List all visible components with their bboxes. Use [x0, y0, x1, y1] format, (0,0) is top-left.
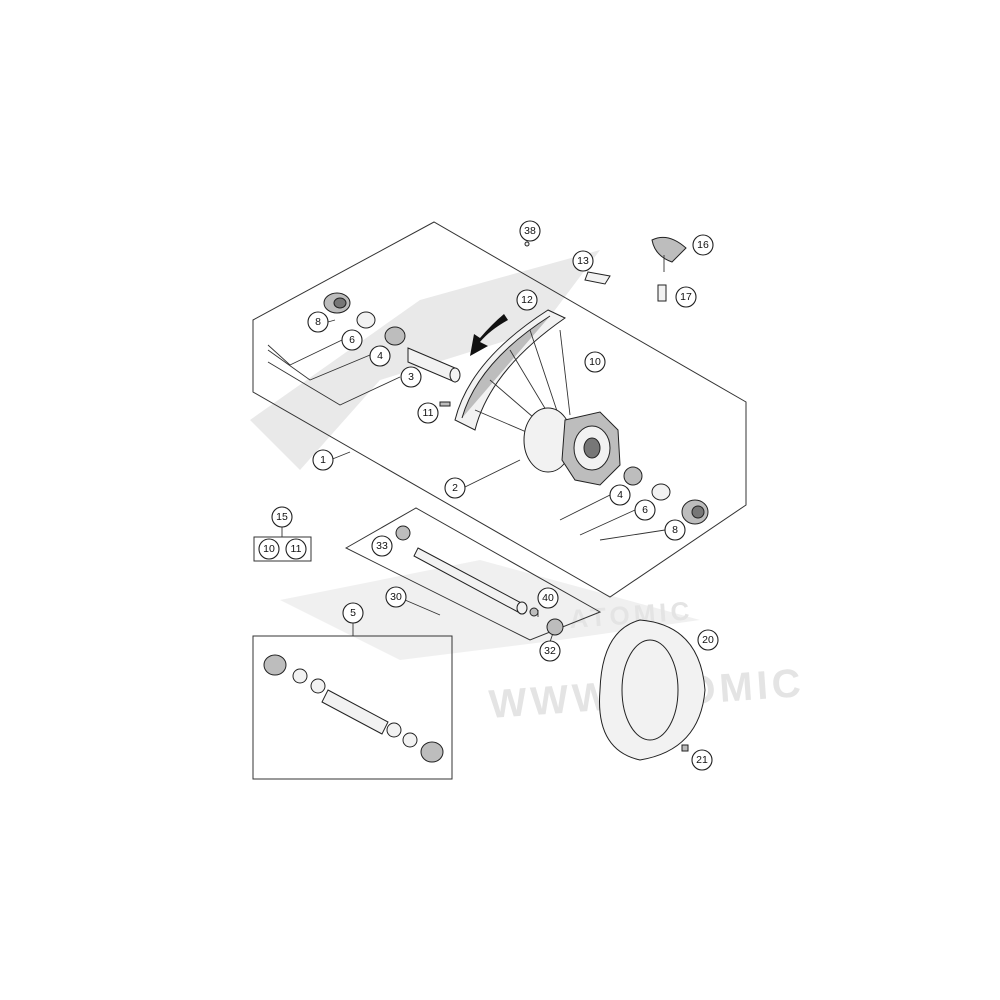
callout-33[interactable]: 33	[371, 535, 393, 557]
callout-20[interactable]: 20	[697, 629, 719, 651]
callout-32[interactable]: 32	[539, 640, 561, 662]
svg-text:15: 15	[276, 511, 288, 523]
callout-38[interactable]: 38	[519, 220, 541, 242]
brake-disc	[599, 619, 706, 761]
svg-text:6: 6	[642, 504, 648, 516]
callout-6-lower[interactable]: 6	[634, 499, 656, 521]
svg-text:10: 10	[263, 543, 275, 555]
svg-text:13: 13	[577, 255, 589, 267]
svg-text:8: 8	[672, 524, 678, 536]
callout-6-upper[interactable]: 6	[341, 329, 363, 351]
small-parts	[439, 236, 687, 407]
callout-2[interactable]: 2	[444, 477, 466, 499]
rotation-direction-arrow	[470, 314, 508, 356]
leader-lines	[267, 319, 666, 643]
callout-16[interactable]: 16	[692, 234, 714, 256]
svg-text:5: 5	[350, 607, 356, 619]
wheel-assembly-frame	[252, 221, 747, 598]
left-bearing-stack	[323, 292, 461, 383]
callout-8-upper[interactable]: 8	[307, 311, 329, 333]
bearing-kit-box	[252, 635, 453, 780]
callout-12[interactable]: 12	[516, 289, 538, 311]
wheel-hub	[523, 407, 621, 486]
callout-10-kit[interactable]: 10	[258, 538, 280, 560]
bearing-kit-parts	[263, 654, 444, 763]
svg-text:11: 11	[291, 543, 302, 555]
svg-text:21: 21	[696, 754, 708, 766]
axle-parts	[395, 525, 564, 636]
callout-30[interactable]: 30	[385, 586, 407, 608]
callout-5[interactable]: 5	[342, 602, 364, 624]
svg-text:16: 16	[697, 239, 709, 251]
axle-subframe	[344, 507, 602, 641]
callout-40[interactable]: 40	[537, 587, 559, 609]
callout-17[interactable]: 17	[675, 286, 697, 308]
callout-21[interactable]: 21	[691, 749, 713, 771]
svg-text:38: 38	[524, 225, 536, 237]
watermark-swoosh-lower	[280, 560, 700, 660]
callout-10[interactable]: 10	[584, 351, 606, 373]
spoke-kit-box	[253, 536, 312, 562]
callout-4-upper[interactable]: 4	[369, 345, 391, 367]
callout-1[interactable]: 1	[312, 449, 334, 471]
callout-8-lower[interactable]: 8	[664, 519, 686, 541]
svg-text:33: 33	[376, 540, 388, 552]
svg-text:32: 32	[544, 645, 556, 657]
callout-13[interactable]: 13	[572, 250, 594, 272]
callout-15[interactable]: 15	[271, 506, 293, 528]
svg-text:2: 2	[452, 482, 458, 494]
svg-text:12: 12	[521, 294, 533, 306]
svg-text:8: 8	[315, 316, 321, 328]
svg-text:11: 11	[423, 407, 434, 419]
callout-4-lower[interactable]: 4	[609, 484, 631, 506]
svg-text:3: 3	[408, 371, 414, 383]
wheel-rim	[454, 309, 571, 441]
right-bearing-stack	[623, 466, 709, 525]
svg-text:17: 17	[680, 291, 692, 303]
svg-text:40: 40	[542, 592, 554, 604]
svg-text:30: 30	[390, 591, 402, 603]
svg-text:4: 4	[377, 350, 383, 362]
svg-text:4: 4	[617, 489, 623, 501]
watermark: WWW.ATOMIC ATOMIC	[250, 250, 806, 727]
callout-11-kit[interactable]: 11	[285, 538, 307, 560]
svg-text:1: 1	[320, 454, 326, 466]
svg-text:20: 20	[702, 634, 714, 646]
callout-3[interactable]: 3	[400, 366, 422, 388]
svg-text:6: 6	[349, 334, 355, 346]
callout-11[interactable]: 11	[417, 402, 439, 424]
svg-text:10: 10	[589, 356, 601, 368]
